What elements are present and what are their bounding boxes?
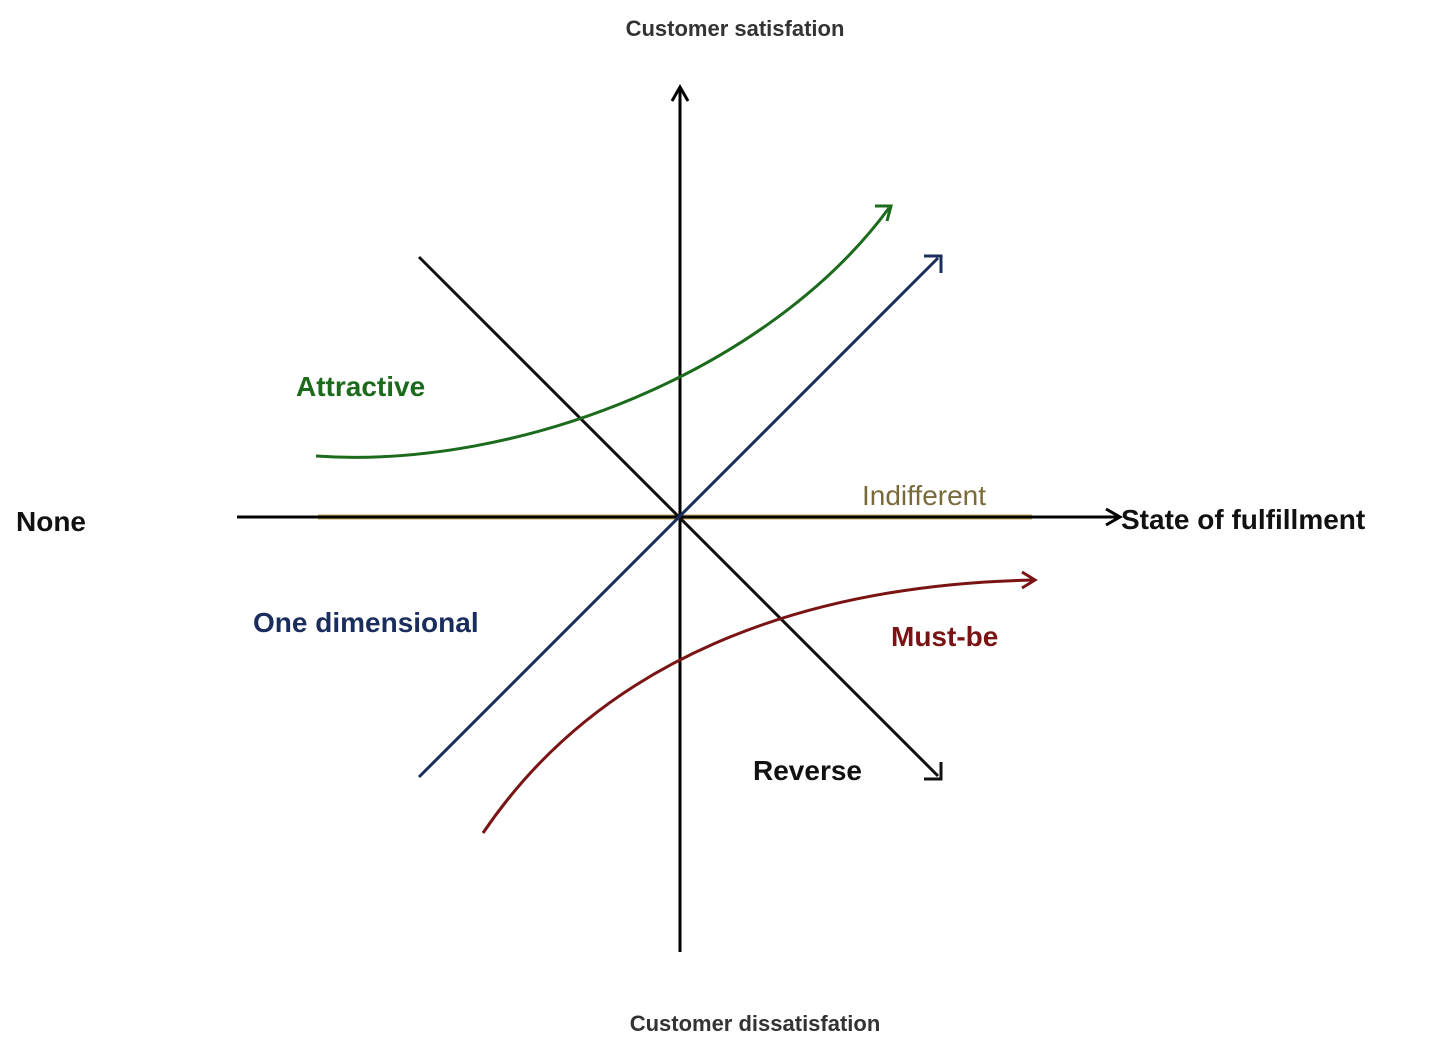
y-top-label: Customer satisfation <box>626 16 845 41</box>
must-be-curve <box>481 578 1034 834</box>
one-dimensional-line <box>417 256 940 779</box>
x-right-label: State of fulfillment <box>1121 504 1365 535</box>
must-be-arrowhead <box>1021 570 1038 590</box>
must-be-label: Must-be <box>891 621 998 652</box>
reverse-label: Reverse <box>753 755 862 786</box>
attractive-label: Attractive <box>296 371 425 402</box>
y-axis-arrowhead <box>670 83 690 102</box>
y-bottom-label: Customer dissatisfation <box>630 1011 881 1036</box>
one-dimensional-label: One dimensional <box>253 607 479 638</box>
x-left-label: None <box>16 506 86 537</box>
one-dimensional-arrowhead <box>924 254 943 273</box>
indifferent-label: Indifferent <box>862 480 986 511</box>
x-axis-arrowhead <box>1105 507 1124 527</box>
attractive-curve <box>315 207 891 459</box>
reverse-arrowhead <box>924 762 943 781</box>
attractive-arrowhead <box>875 204 893 222</box>
